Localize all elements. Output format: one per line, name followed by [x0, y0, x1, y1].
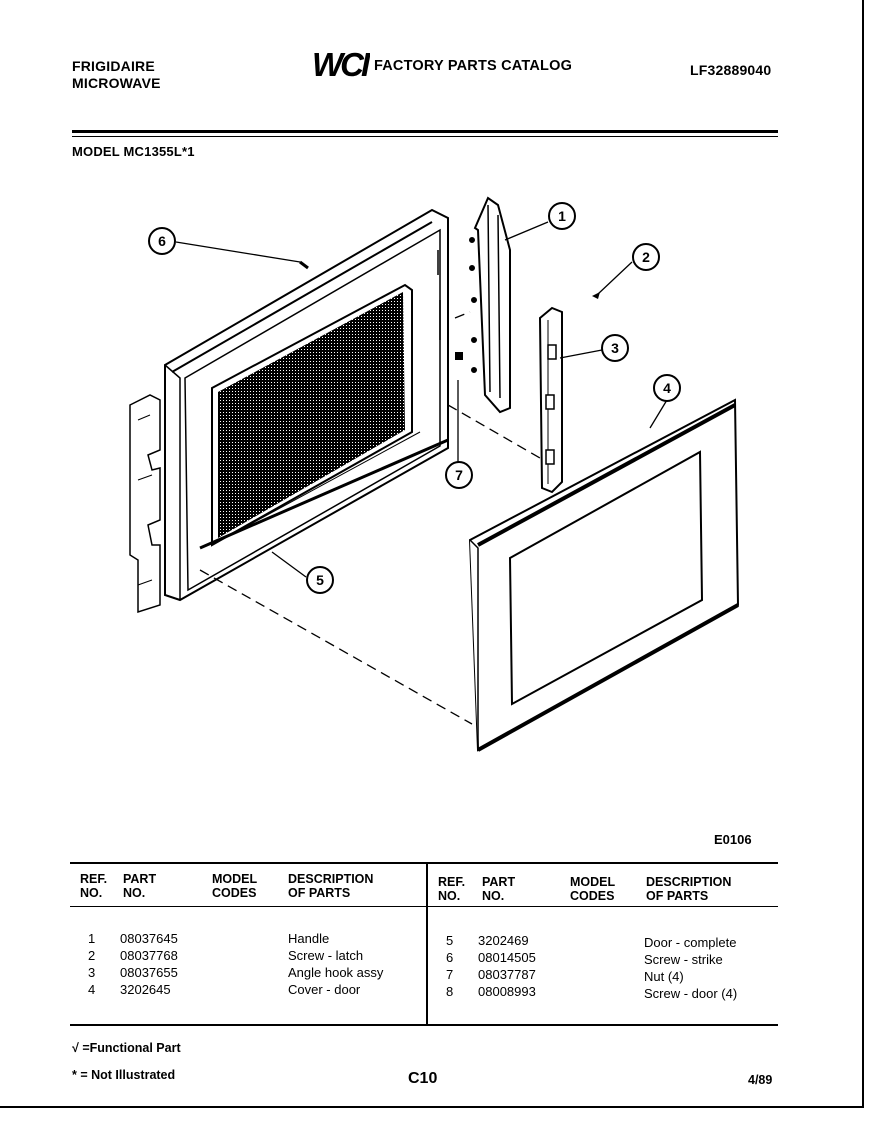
- assembly-lines: [199, 311, 541, 725]
- page-border-bottom: [0, 1106, 864, 1108]
- side-bracket: [129, 394, 161, 614]
- callout-4: 4: [653, 374, 681, 402]
- callout-6: 6: [148, 227, 176, 255]
- callout-5: 5: [306, 566, 334, 594]
- row-ref: 1: [88, 931, 96, 946]
- table-center-divider: [426, 862, 428, 1026]
- row-part: 08037655: [120, 965, 178, 980]
- wci-logo-graphic: WCI: [312, 46, 374, 83]
- wci-logo: WCI: [310, 46, 374, 83]
- callout-1: 1: [548, 202, 576, 230]
- row-desc: Angle hook assy: [288, 965, 384, 980]
- row-ref: 2: [88, 948, 96, 963]
- right-header-part-1: PART: [482, 875, 516, 889]
- callout-2: 2: [632, 243, 660, 271]
- left-header-part-1: PART: [123, 872, 157, 886]
- right-header-model: MODEL CODES: [570, 875, 615, 903]
- table-top-rule: [70, 862, 778, 864]
- left-header-model-1: MODEL: [212, 872, 258, 886]
- leader-lines: [175, 221, 671, 578]
- callout-7-label: 7: [455, 467, 463, 483]
- left-header-desc-1: DESCRIPTION: [288, 872, 374, 886]
- right-header-part-2: NO.: [482, 889, 505, 903]
- brand-line-1: FRIGIDAIRE: [72, 58, 155, 74]
- door-cover: [468, 398, 740, 752]
- right-header-desc-2: OF PARTS: [646, 889, 709, 903]
- table-header-rule: [70, 906, 778, 907]
- row-desc: Handle: [288, 931, 330, 946]
- callout-4-label: 4: [663, 380, 671, 396]
- left-header-desc-2: OF PARTS: [288, 886, 351, 900]
- door-frame: [164, 208, 449, 602]
- row-desc: Screw - latch: [288, 948, 364, 963]
- left-header-ref: REF. NO.: [80, 872, 107, 900]
- row-part: 08014505: [478, 950, 536, 965]
- right-header-part: PART NO.: [482, 875, 515, 903]
- right-header-ref-2: NO.: [438, 889, 461, 903]
- row-desc: Door - complete: [644, 935, 737, 950]
- left-header-ref-2: NO.: [80, 886, 103, 900]
- model-number: MODEL MC1355L*1: [72, 144, 195, 159]
- callout-7: 7: [445, 461, 473, 489]
- right-header-ref: REF. NO.: [438, 875, 465, 903]
- row-part: 08037768: [120, 948, 178, 963]
- catalog-date: 4/89: [748, 1073, 773, 1087]
- row-part: 3202645: [120, 982, 171, 997]
- left-header-part: PART NO.: [123, 872, 156, 900]
- row-ref: 8: [446, 984, 454, 999]
- left-header-model: MODEL CODES: [212, 872, 257, 900]
- row-ref: 3: [88, 965, 96, 980]
- right-header-desc-1: DESCRIPTION: [646, 875, 732, 889]
- callout-1-label: 1: [558, 208, 566, 224]
- row-desc: Cover - door: [288, 982, 361, 997]
- header-rule-top: [72, 130, 778, 133]
- handle-part: [469, 196, 511, 414]
- exploded-diagram: 6 1 2 3 4 7 5: [129, 196, 740, 752]
- row-ref: 7: [446, 967, 454, 982]
- row-ref: 4: [88, 982, 96, 997]
- row-ref: 6: [446, 950, 454, 965]
- functional-part-note: √ =Functional Part: [72, 1041, 181, 1055]
- row-desc: Screw - door (4): [644, 986, 738, 1001]
- brand-line-2: MICROWAVE: [72, 75, 161, 91]
- logo-text: WCI: [312, 46, 370, 80]
- row-part: 3202469: [478, 933, 529, 948]
- callouts: 6 1 2 3 4 7 5: [148, 202, 681, 594]
- catalog-title: FACTORY PARTS CATALOG: [374, 58, 573, 74]
- row-desc: Screw - strike: [644, 952, 723, 967]
- page-border-right: [862, 0, 864, 1108]
- catalog-number: LF32889040: [690, 62, 772, 78]
- left-header-model-2: CODES: [212, 886, 257, 900]
- row-ref: 5: [446, 933, 454, 948]
- callout-5-label: 5: [316, 572, 324, 588]
- left-header-part-2: NO.: [123, 886, 146, 900]
- row-desc: Nut (4): [644, 969, 684, 984]
- left-header-desc: DESCRIPTION OF PARTS: [288, 872, 373, 900]
- right-header-model-2: CODES: [570, 889, 615, 903]
- right-header-desc: DESCRIPTION OF PARTS: [646, 875, 731, 903]
- left-header-ref-1: REF.: [80, 872, 108, 886]
- row-part: 08037787: [478, 967, 536, 982]
- callout-6-label: 6: [158, 233, 166, 249]
- angle-hook-part: [538, 306, 563, 494]
- row-part: 08008993: [478, 984, 536, 999]
- header-rule-bottom: [72, 136, 778, 137]
- figure-code: E0106: [714, 832, 752, 847]
- nut-part: [455, 352, 463, 360]
- page-number: C10: [408, 1070, 438, 1087]
- callout-3-label: 3: [611, 340, 619, 356]
- brand-name: FRIGIDAIRE MICROWAVE: [72, 58, 161, 92]
- right-header-ref-1: REF.: [438, 875, 466, 889]
- row-part: 08037645: [120, 931, 178, 946]
- callout-2-label: 2: [642, 249, 650, 265]
- callout-3: 3: [601, 334, 629, 362]
- not-illustrated-note: * = Not Illustrated: [72, 1068, 176, 1082]
- table-bottom-rule: [70, 1024, 778, 1026]
- right-header-model-1: MODEL: [570, 875, 616, 889]
